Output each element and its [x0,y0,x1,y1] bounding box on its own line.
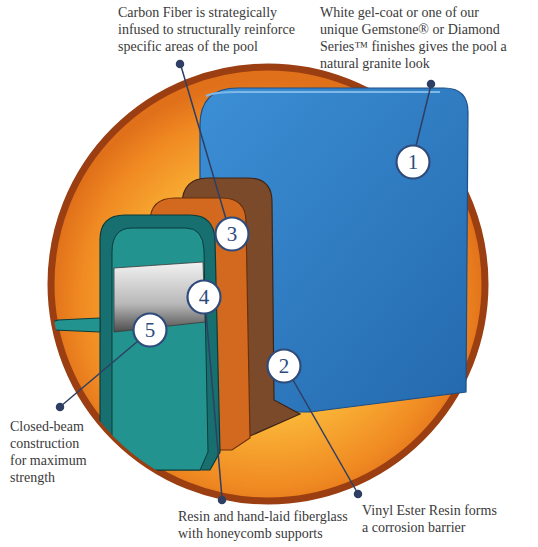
callout-text: Carbon Fiber is strategically infused to… [118,4,310,55]
leader-line [61,341,138,406]
callout-number: 3 [227,223,238,245]
callout-number: 1 [408,151,419,173]
leader-dot [57,404,64,411]
callout-circle: 3 [214,216,250,252]
circle-shape [134,314,167,347]
callout-circle: 2 [266,348,302,384]
callout-number: 2 [279,355,290,377]
leader-line [416,85,431,146]
callout-text: White gel-coat or one of our unique Gems… [320,4,515,72]
disc-ring [51,67,485,501]
callout-circle: 1 [395,144,431,180]
leader-dot [177,61,184,68]
callout-circle: 5 [132,312,168,348]
highlight [206,92,440,96]
circle-shape [397,146,430,179]
circle-shape [188,281,221,314]
leader-line [293,380,357,492]
callout-text: Vinyl Ester Resin forms a corrosion barr… [362,502,503,536]
fiberglass-inner [112,228,208,470]
leader-dot [219,497,226,504]
leader-line [206,313,222,498]
background-disc [51,67,485,501]
flange [52,318,100,332]
circle-shape [268,350,301,383]
leader-dot [428,81,435,88]
circle-shape [216,218,249,251]
fiberglass-layer [100,215,220,470]
callout-text: Resin and hand-laid fiberglass with hone… [178,508,363,542]
callout-number: 4 [199,286,210,308]
callout-circle: 4 [186,279,222,315]
callout-text: Closed-beam construction for maximum str… [10,418,92,486]
callout-number: 5 [145,319,156,341]
leader-dot [355,491,362,498]
leader-line [181,66,226,219]
